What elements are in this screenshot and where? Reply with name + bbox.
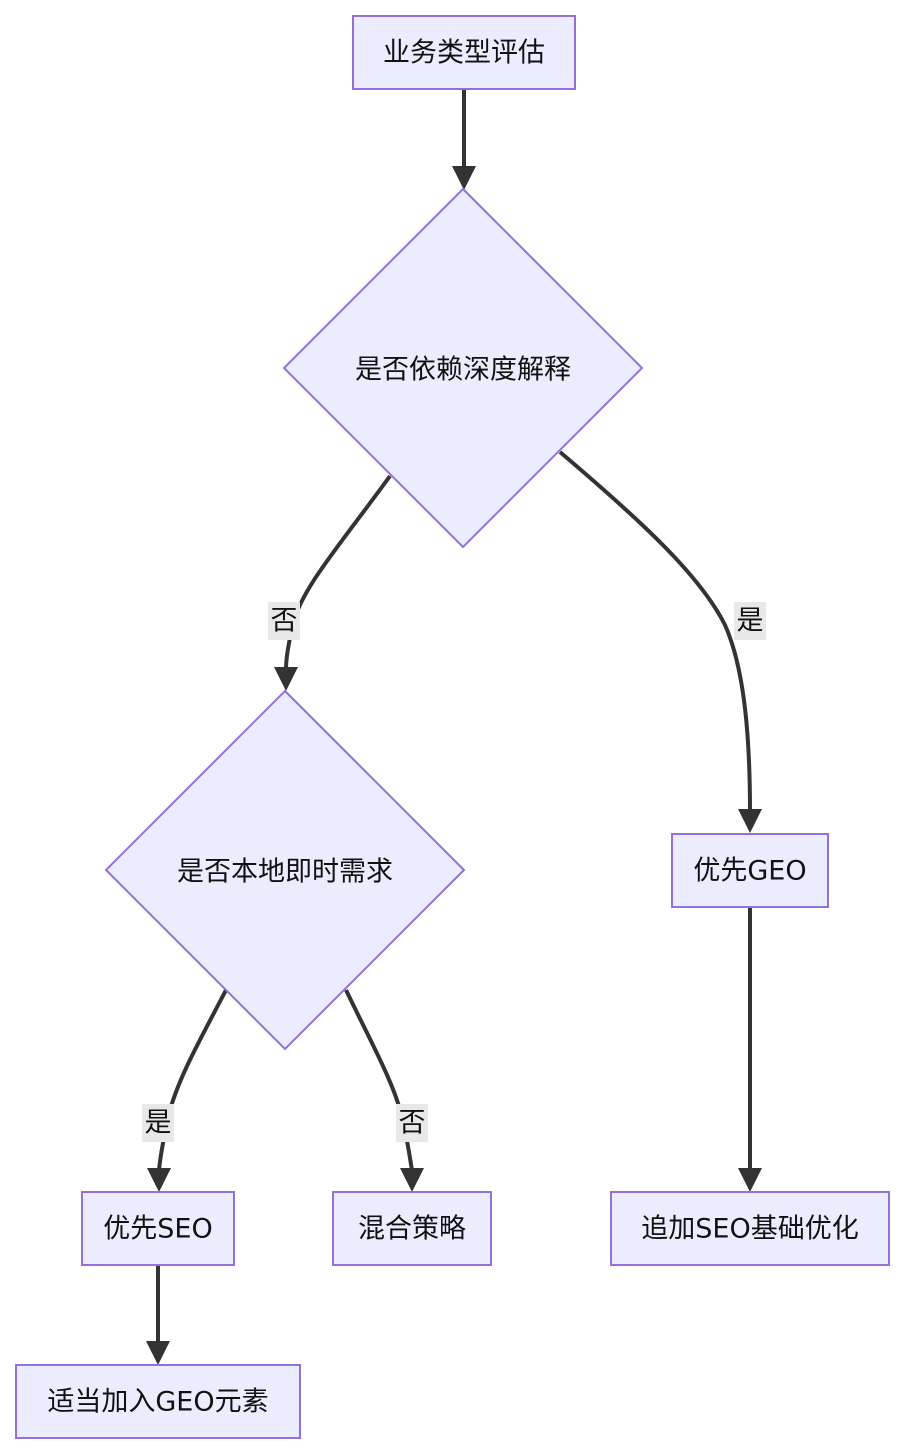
edge-start-to-deep-explain-arrow [452,166,476,190]
edge-local-instant-to-prefer-seo [157,989,228,1171]
edge-label-text: 是 [145,1108,172,1139]
node-start[interactable]: 业务类型评估 [352,15,576,90]
edge-deep-explain-to-local-instant [284,474,392,671]
edge-prefer-geo-to-add-seo-arrow [738,1168,762,1192]
edge-label-local-no: 否 [396,1104,428,1142]
edge-label-local-yes: 是 [142,1104,174,1142]
node-label: 追加SEO基础优化 [641,1214,858,1245]
nodes: 业务类型评估 是否依赖深度解释 是否本地即时需求 优先GEO 优先SEO 混合策… [15,15,890,1439]
edge-deep-explain-to-local-instant-arrow [274,667,298,691]
node-label: 优先GEO [693,856,806,887]
edge-local-instant-to-hybrid [344,989,414,1171]
edge-prefer-seo-to-add-geo-arrow [146,1341,170,1365]
edge-deep-explain-to-prefer-geo [558,450,752,813]
node-add-geo[interactable]: 适当加入GEO元素 [15,1364,301,1439]
edge-deep-explain-to-prefer-geo-arrow [738,809,762,833]
node-label: 业务类型评估 [383,38,545,69]
node-add-seo[interactable]: 追加SEO基础优化 [610,1191,890,1266]
edge-label-deep-no: 否 [268,602,300,640]
edge-labels: 否 是 是 否 [142,602,766,1142]
edge-local-instant-to-prefer-seo-arrow [147,1168,171,1192]
node-local-instant[interactable]: 是否本地即时需求 [104,689,466,1051]
edge-label-text: 是 [737,606,764,637]
node-label: 混合策略 [358,1214,466,1245]
edge-label-text: 否 [271,606,298,637]
edge-label-deep-yes: 是 [734,602,766,640]
edge-local-instant-to-hybrid-arrow [400,1168,424,1192]
node-prefer-seo[interactable]: 优先SEO [81,1191,235,1266]
node-label: 是否本地即时需求 [177,857,393,888]
edge-label-text: 否 [399,1108,426,1139]
node-label: 适当加入GEO元素 [47,1387,268,1418]
node-label: 是否依赖深度解释 [355,355,571,386]
edges [146,89,762,1365]
node-prefer-geo[interactable]: 优先GEO [671,833,829,908]
node-label: 优先SEO [103,1214,212,1245]
node-deep-explain[interactable]: 是否依赖深度解释 [282,187,644,549]
node-hybrid[interactable]: 混合策略 [332,1191,492,1266]
